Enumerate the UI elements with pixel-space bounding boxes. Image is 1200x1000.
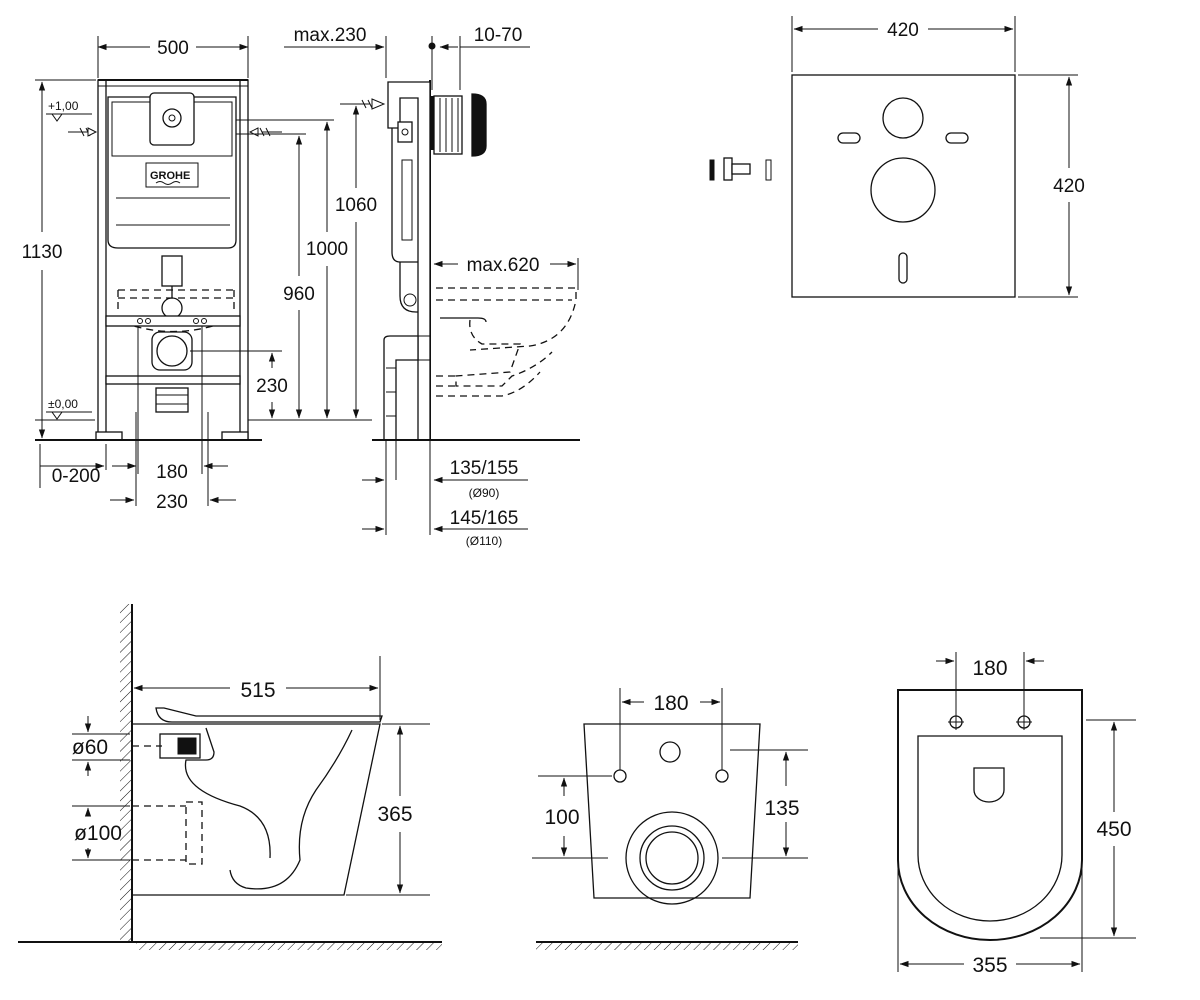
plate-stud-block: [433, 95, 463, 155]
flush-plate: [471, 93, 487, 157]
pipe90-note-label: (Ø90): [469, 486, 500, 500]
wall-hatch: [120, 604, 132, 942]
pipe90-dim-label: 135/155: [450, 458, 519, 479]
outlet-diameter-label: ø100: [74, 822, 122, 845]
bowl-rim: [917, 735, 1063, 922]
height-230-label: 230: [256, 376, 288, 397]
back-height-135-label: 135: [764, 797, 799, 820]
floor-offset-label: 0-200: [52, 466, 101, 487]
insulation-panel: [791, 74, 1016, 298]
bowl-side-view: 515 365 ø60 ø100: [18, 604, 442, 950]
outlet-hole: [870, 157, 936, 223]
wall-thickness-label: 10-70: [474, 25, 523, 46]
top-length-label: 450: [1096, 818, 1131, 841]
insulation-panel-view: 420 420: [709, 16, 1085, 298]
bowl-top-view: 180 450 355: [897, 652, 1136, 977]
height-960-label: 960: [283, 284, 315, 305]
inlet-diameter-label: ø60: [72, 736, 108, 759]
frame-left-post: [97, 79, 107, 441]
height-1060-label: 1060: [335, 195, 377, 216]
panel-width-label: 420: [887, 20, 919, 41]
foot-spacing-label: 230: [156, 492, 188, 513]
frame-width-label: 500: [157, 38, 189, 59]
frame-front-view: GROHE: [22, 36, 282, 513]
back-outlet-ring: [625, 811, 719, 905]
outlet-connector: [151, 331, 193, 371]
top-bolt-spacing-label: 180: [972, 657, 1007, 680]
level-top-label: +1,00: [48, 99, 79, 113]
height-1000-label: 1000: [306, 239, 348, 260]
flush-button-icon: [162, 108, 182, 128]
level-floor-label: ±0,00: [48, 397, 78, 411]
bowl-drain: [973, 767, 1005, 803]
back-bolt-spacing-label: 180: [653, 692, 688, 715]
inlet-hole: [882, 97, 924, 139]
bolt-spacing-label: 180: [156, 462, 188, 483]
pipe110-dim-label: 145/165: [450, 508, 519, 529]
brand-logo-text: GROHE: [150, 170, 190, 182]
top-width-label: 355: [972, 954, 1007, 977]
bowl-length-label: 515: [240, 679, 275, 702]
bowl-outline: [132, 723, 381, 896]
frame-height-label: 1130: [22, 242, 63, 263]
frame-side-view: max.230 10-70 1060 1000 960 230 max.620 …: [236, 25, 580, 548]
bowl-height-label: 365: [377, 803, 412, 826]
back-height-100-label: 100: [544, 806, 579, 829]
flush-plate-opening: [149, 92, 195, 146]
bowl-back-view: 180 100 135: [532, 688, 808, 950]
max-depth-label: max.230: [294, 25, 367, 46]
bowl-back-outline: [583, 723, 761, 899]
bowl-top-outline: [897, 689, 1083, 941]
max-projection-label: max.620: [467, 255, 540, 276]
panel-height-label: 420: [1053, 176, 1085, 197]
pipe110-note-label: (Ø110): [466, 534, 502, 548]
bowl-seat: [155, 707, 383, 723]
